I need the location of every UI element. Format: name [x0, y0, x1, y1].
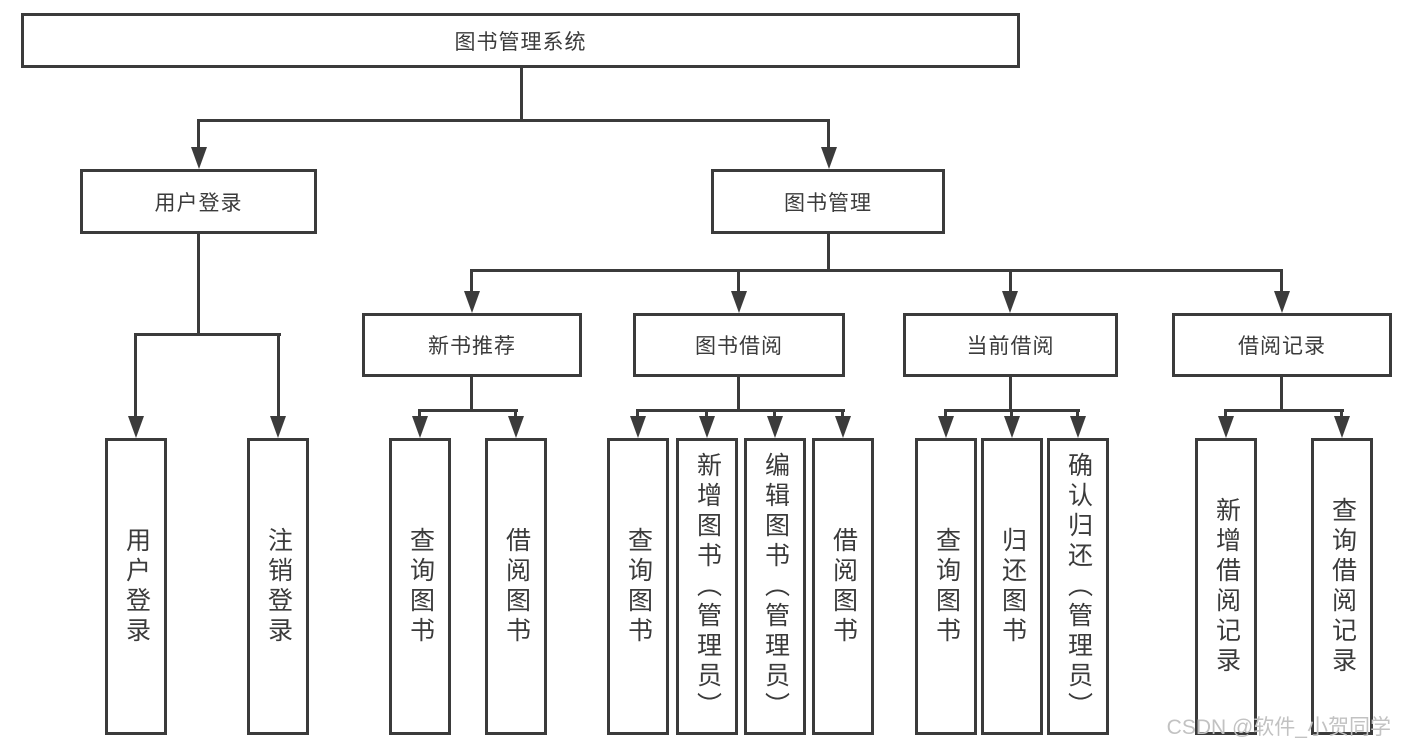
connector-drop	[841, 409, 844, 418]
arrow-down-icon	[731, 291, 747, 313]
arrow-down-icon	[128, 416, 144, 438]
arrow-down-icon	[938, 416, 954, 438]
node-current-borrowing: 当前借阅	[903, 313, 1118, 377]
connector-new-book-rail	[418, 409, 518, 412]
connector-drop	[1224, 409, 1227, 418]
arrow-down-icon	[767, 416, 783, 438]
node-borrow-records: 借阅记录	[1172, 313, 1392, 377]
connector-current-borrow-stem	[1009, 376, 1012, 411]
leaf-return-book: 归还图书	[981, 438, 1043, 735]
connector-drop-leaf-user-login	[134, 333, 137, 418]
arrow-down-icon	[1274, 291, 1290, 313]
arrow-down-icon	[1004, 416, 1020, 438]
arrow-down-icon	[270, 416, 286, 438]
connector-book-mgmt-stem	[827, 233, 830, 272]
leaf-query-book-current: 查询图书	[915, 438, 977, 735]
node-root-system: 图书管理系统	[21, 13, 1020, 68]
connector-drop	[636, 409, 639, 418]
arrow-down-icon	[508, 416, 524, 438]
leaf-query-borrow-record: 查询借阅记录	[1311, 438, 1373, 735]
connector-drop	[1076, 409, 1079, 418]
leaf-borrow-book-newrec: 借阅图书	[485, 438, 547, 735]
leaf-confirm-return-admin: 确认归还（管理员）	[1047, 438, 1109, 735]
connector-new-book-stem	[470, 376, 473, 411]
connector-drop	[944, 409, 947, 418]
arrow-down-icon	[699, 416, 715, 438]
csdn-watermark: CSDN @软件_小贺同学	[1166, 716, 1391, 739]
leaf-add-book-admin: 新增图书（管理员）	[676, 438, 738, 735]
connector-drop	[773, 409, 776, 418]
arrow-down-icon	[630, 416, 646, 438]
connector-root-stem	[520, 66, 523, 120]
leaf-query-book-newrec: 查询图书	[389, 438, 451, 735]
arrow-down-icon	[835, 416, 851, 438]
arrow-down-icon	[412, 416, 428, 438]
arrow-down-icon	[1070, 416, 1086, 438]
connector-drop-current-borrow	[1009, 269, 1012, 293]
connector-drop-leaf-logout	[277, 333, 280, 418]
connector-book-borrow-stem	[737, 376, 740, 411]
arrow-down-icon	[191, 147, 207, 169]
connector-drop-user-login	[197, 119, 200, 151]
connector-drop	[418, 409, 421, 418]
connector-drop	[1010, 409, 1013, 418]
node-user-login: 用户登录	[80, 169, 317, 234]
connector-drop-borrow-record	[1280, 269, 1283, 293]
leaf-user-login: 用户登录	[105, 438, 167, 735]
leaf-borrow-book: 借阅图书	[812, 438, 874, 735]
connector-user-login-stem	[197, 233, 200, 336]
connector-book-borrow-rail	[636, 409, 845, 412]
arrow-down-icon	[464, 291, 480, 313]
leaf-add-borrow-record: 新增借阅记录	[1195, 438, 1257, 735]
arrow-down-icon	[821, 147, 837, 169]
connector-root-rail	[197, 119, 830, 122]
connector-drop	[705, 409, 708, 418]
connector-drop-new-book-rec	[470, 269, 473, 293]
node-book-borrowing: 图书借阅	[633, 313, 845, 377]
arrow-down-icon	[1218, 416, 1234, 438]
connector-user-login-rail	[134, 333, 281, 336]
arrow-down-icon	[1002, 291, 1018, 313]
connector-book-mgmt-rail	[470, 269, 1283, 272]
connector-borrow-record-stem	[1280, 376, 1283, 411]
connector-drop-book-mgmt	[827, 119, 830, 151]
leaf-edit-book-admin: 编辑图书（管理员）	[744, 438, 806, 735]
node-new-book-recommend: 新书推荐	[362, 313, 582, 377]
leaf-logout: 注销登录	[247, 438, 309, 735]
connector-drop-book-borrow	[737, 269, 740, 293]
connector-drop	[1340, 409, 1343, 418]
connector-drop	[514, 409, 517, 418]
leaf-query-book-borrow: 查询图书	[607, 438, 669, 735]
arrow-down-icon	[1334, 416, 1350, 438]
node-book-management: 图书管理	[711, 169, 945, 234]
connector-borrow-record-rail	[1224, 409, 1344, 412]
node-root-label: 图书管理系统	[454, 30, 587, 54]
